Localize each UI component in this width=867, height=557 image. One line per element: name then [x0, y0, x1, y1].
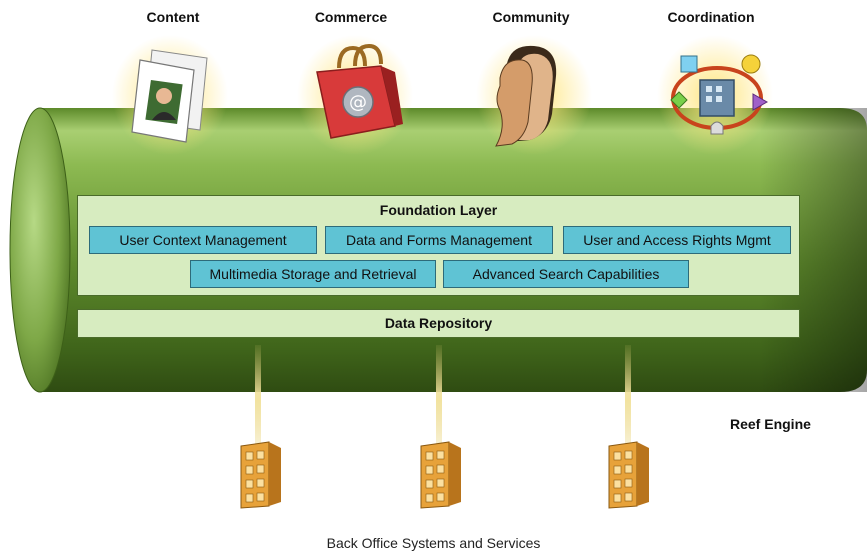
people-icon	[476, 30, 596, 160]
category-label-community: Community	[492, 9, 570, 25]
workflow-icon	[657, 30, 777, 160]
connector-line	[621, 345, 635, 455]
category-label-commerce: Commerce	[314, 9, 388, 25]
reef-engine-label: Reef Engine	[730, 416, 811, 432]
category-label-coordination: Coordination	[667, 9, 755, 25]
svg-text:@: @	[349, 92, 367, 113]
connector-line	[251, 345, 265, 455]
component-multimedia-storage-and-retrieval: Multimedia Storage and Retrieval	[190, 260, 436, 288]
connector-line	[432, 345, 446, 455]
component-advanced-search-capabilities: Advanced Search Capabilities	[443, 260, 689, 288]
back-office-label: Back Office Systems and Services	[326, 535, 541, 551]
foundation-layer-title: Foundation Layer	[379, 202, 498, 218]
component-data-and-forms-management: Data and Forms Management	[325, 226, 553, 254]
server-building-icon	[415, 438, 465, 510]
data-repository: Data Repository	[77, 309, 800, 338]
server-building-icon	[235, 438, 285, 510]
category-label-content: Content	[146, 9, 200, 25]
component-user-context-management: User Context Management	[89, 226, 317, 254]
server-building-icon	[603, 438, 653, 510]
shopping-bag-icon: @	[295, 30, 415, 160]
component-user-and-access-rights-mgmt: User and Access Rights Mgmt	[563, 226, 791, 254]
documents-icon	[112, 30, 232, 160]
